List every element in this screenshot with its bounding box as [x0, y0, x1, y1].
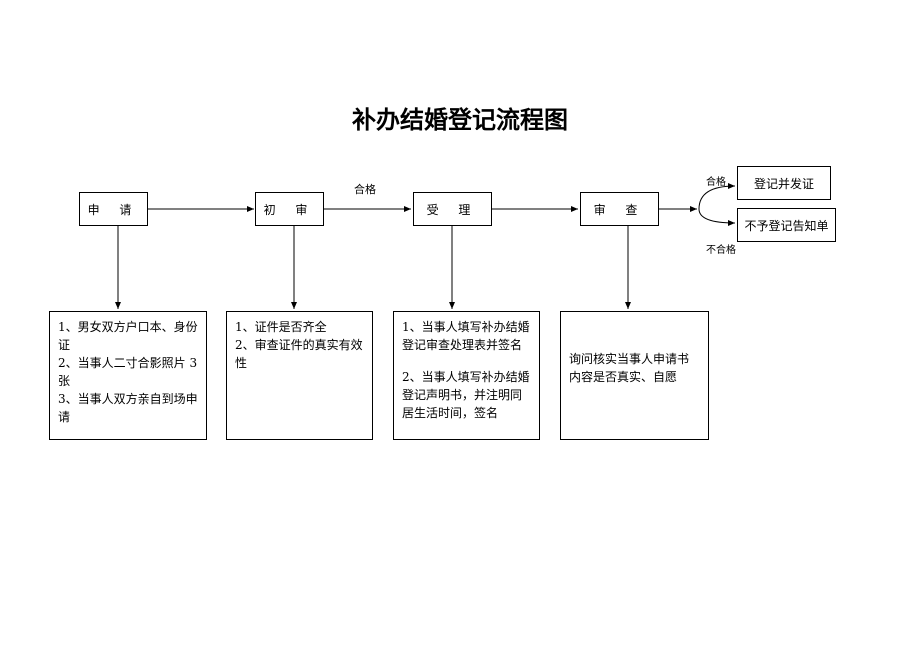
- label-fail-right: 不合格: [706, 245, 736, 256]
- stage-apply: 申 请: [79, 192, 148, 226]
- detail-examine: 询问核实当事人申请书内容是否真实、自愿: [560, 311, 709, 440]
- detail-line: 1、证件是否齐全: [235, 320, 327, 334]
- result-reject: 不予登记告知单: [737, 208, 836, 242]
- detail-line: 2、审查证件的真实有效性: [235, 338, 363, 370]
- detail-apply: 1、男女双方户口本、身份证 2、当事人二寸合影照片 3 张 3、当事人双方亲自到…: [49, 311, 207, 440]
- label-pass-top: 合格: [354, 183, 376, 196]
- detail-line: 询问核实当事人申请书内容是否真实、自愿: [569, 352, 690, 384]
- detail-line: 3、当事人双方亲自到场申请: [58, 392, 198, 424]
- detail-accept: 1、当事人填写补办结婚登记审查处理表并签名 2、当事人填写补办结婚登记声明书，并…: [393, 311, 540, 440]
- detail-initial-review: 1、证件是否齐全 2、审查证件的真实有效性: [226, 311, 373, 440]
- stage-accept: 受 理: [413, 192, 492, 226]
- arrow-branch-pass: [698, 183, 736, 210]
- arrow-branch-fail: [698, 208, 736, 226]
- label-pass-right: 合格: [706, 177, 726, 188]
- stage-examine: 审 查: [580, 192, 659, 226]
- detail-line: 1、男女双方户口本、身份证: [58, 320, 198, 352]
- detail-line: 2、当事人二寸合影照片 3 张: [58, 356, 201, 388]
- detail-line: 2、当事人填写补办结婚登记声明书，并注明同居生活时间，签名: [402, 370, 530, 420]
- result-approve: 登记并发证: [737, 166, 831, 200]
- page-title: 补办结婚登记流程图: [352, 106, 568, 134]
- detail-line: 1、当事人填写补办结婚登记审查处理表并签名: [402, 320, 530, 352]
- stage-initial-review: 初 审: [255, 192, 324, 226]
